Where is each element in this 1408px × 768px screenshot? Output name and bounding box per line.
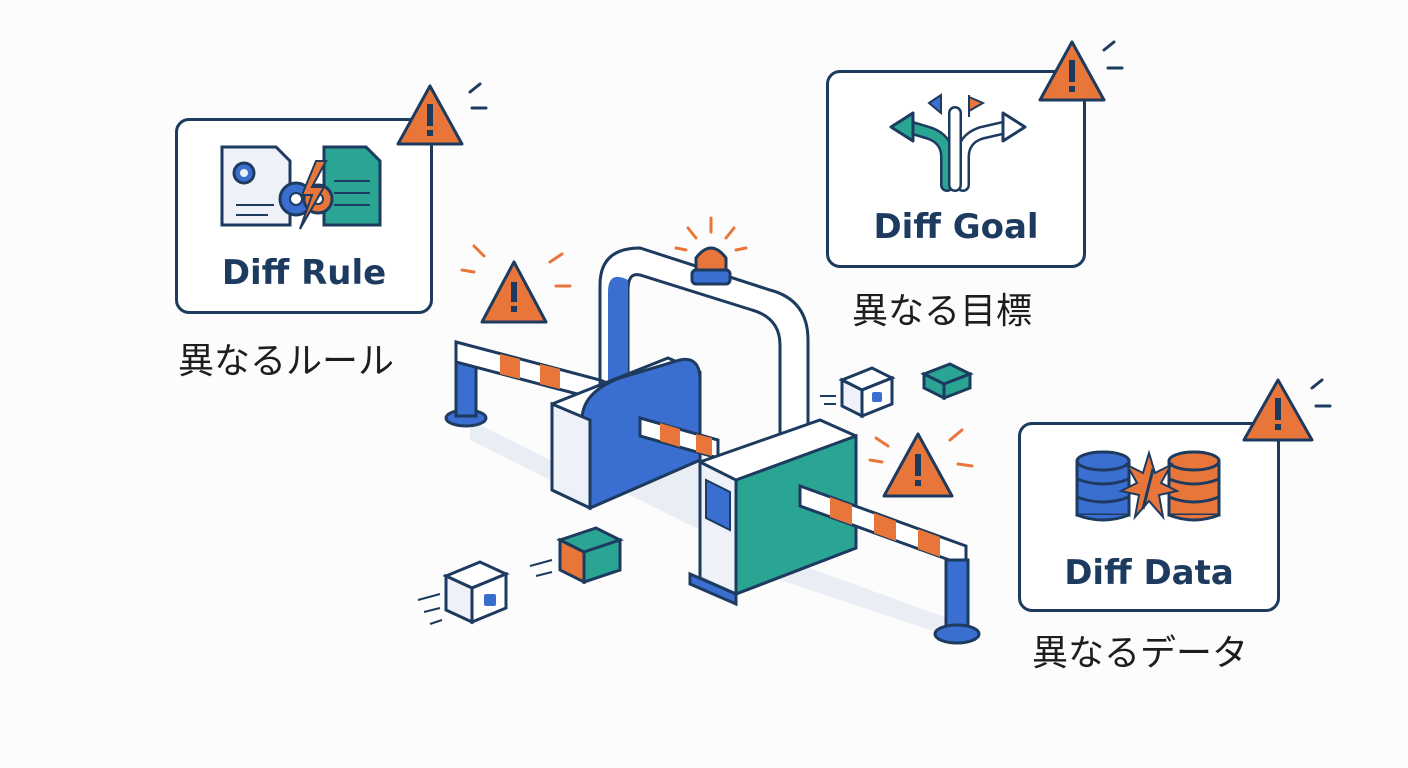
left-barrier	[444, 340, 602, 428]
diff-rule-title: Diff Rule	[221, 253, 387, 293]
diff-data-subtitle: 異なるデータ	[1032, 633, 1249, 674]
cube-white-left	[417, 560, 510, 625]
diff-rule-card: Diff Rule	[175, 118, 433, 314]
warning-icon	[1242, 378, 1332, 442]
diff-goal-title: Diff Goal	[873, 207, 1039, 247]
right-gate-body	[688, 418, 858, 607]
diverging-arrows-icon	[889, 93, 1027, 192]
warning-icon	[1038, 40, 1124, 102]
alarm-beacon-icon	[674, 216, 748, 286]
warning-icon	[868, 428, 974, 498]
gears-document-conflict-icon	[220, 145, 382, 230]
warning-icon	[396, 82, 488, 146]
cube-teal-left	[529, 526, 624, 585]
cube-teal-right	[920, 362, 974, 401]
diff-data-title: Diff Data	[1064, 553, 1234, 593]
right-barrier	[798, 483, 981, 645]
diff-data-card: Diff Data	[1018, 422, 1280, 612]
cube-white-right	[820, 366, 896, 419]
diff-rule-subtitle: 異なるルール	[178, 341, 395, 382]
diff-goal-subtitle: 異なる目標	[852, 291, 1033, 332]
database-conflict-icon	[1075, 449, 1221, 522]
warning-icon	[460, 244, 572, 324]
middle-barrier-arm	[638, 416, 720, 460]
diff-goal-card: Diff Goal	[826, 70, 1086, 268]
